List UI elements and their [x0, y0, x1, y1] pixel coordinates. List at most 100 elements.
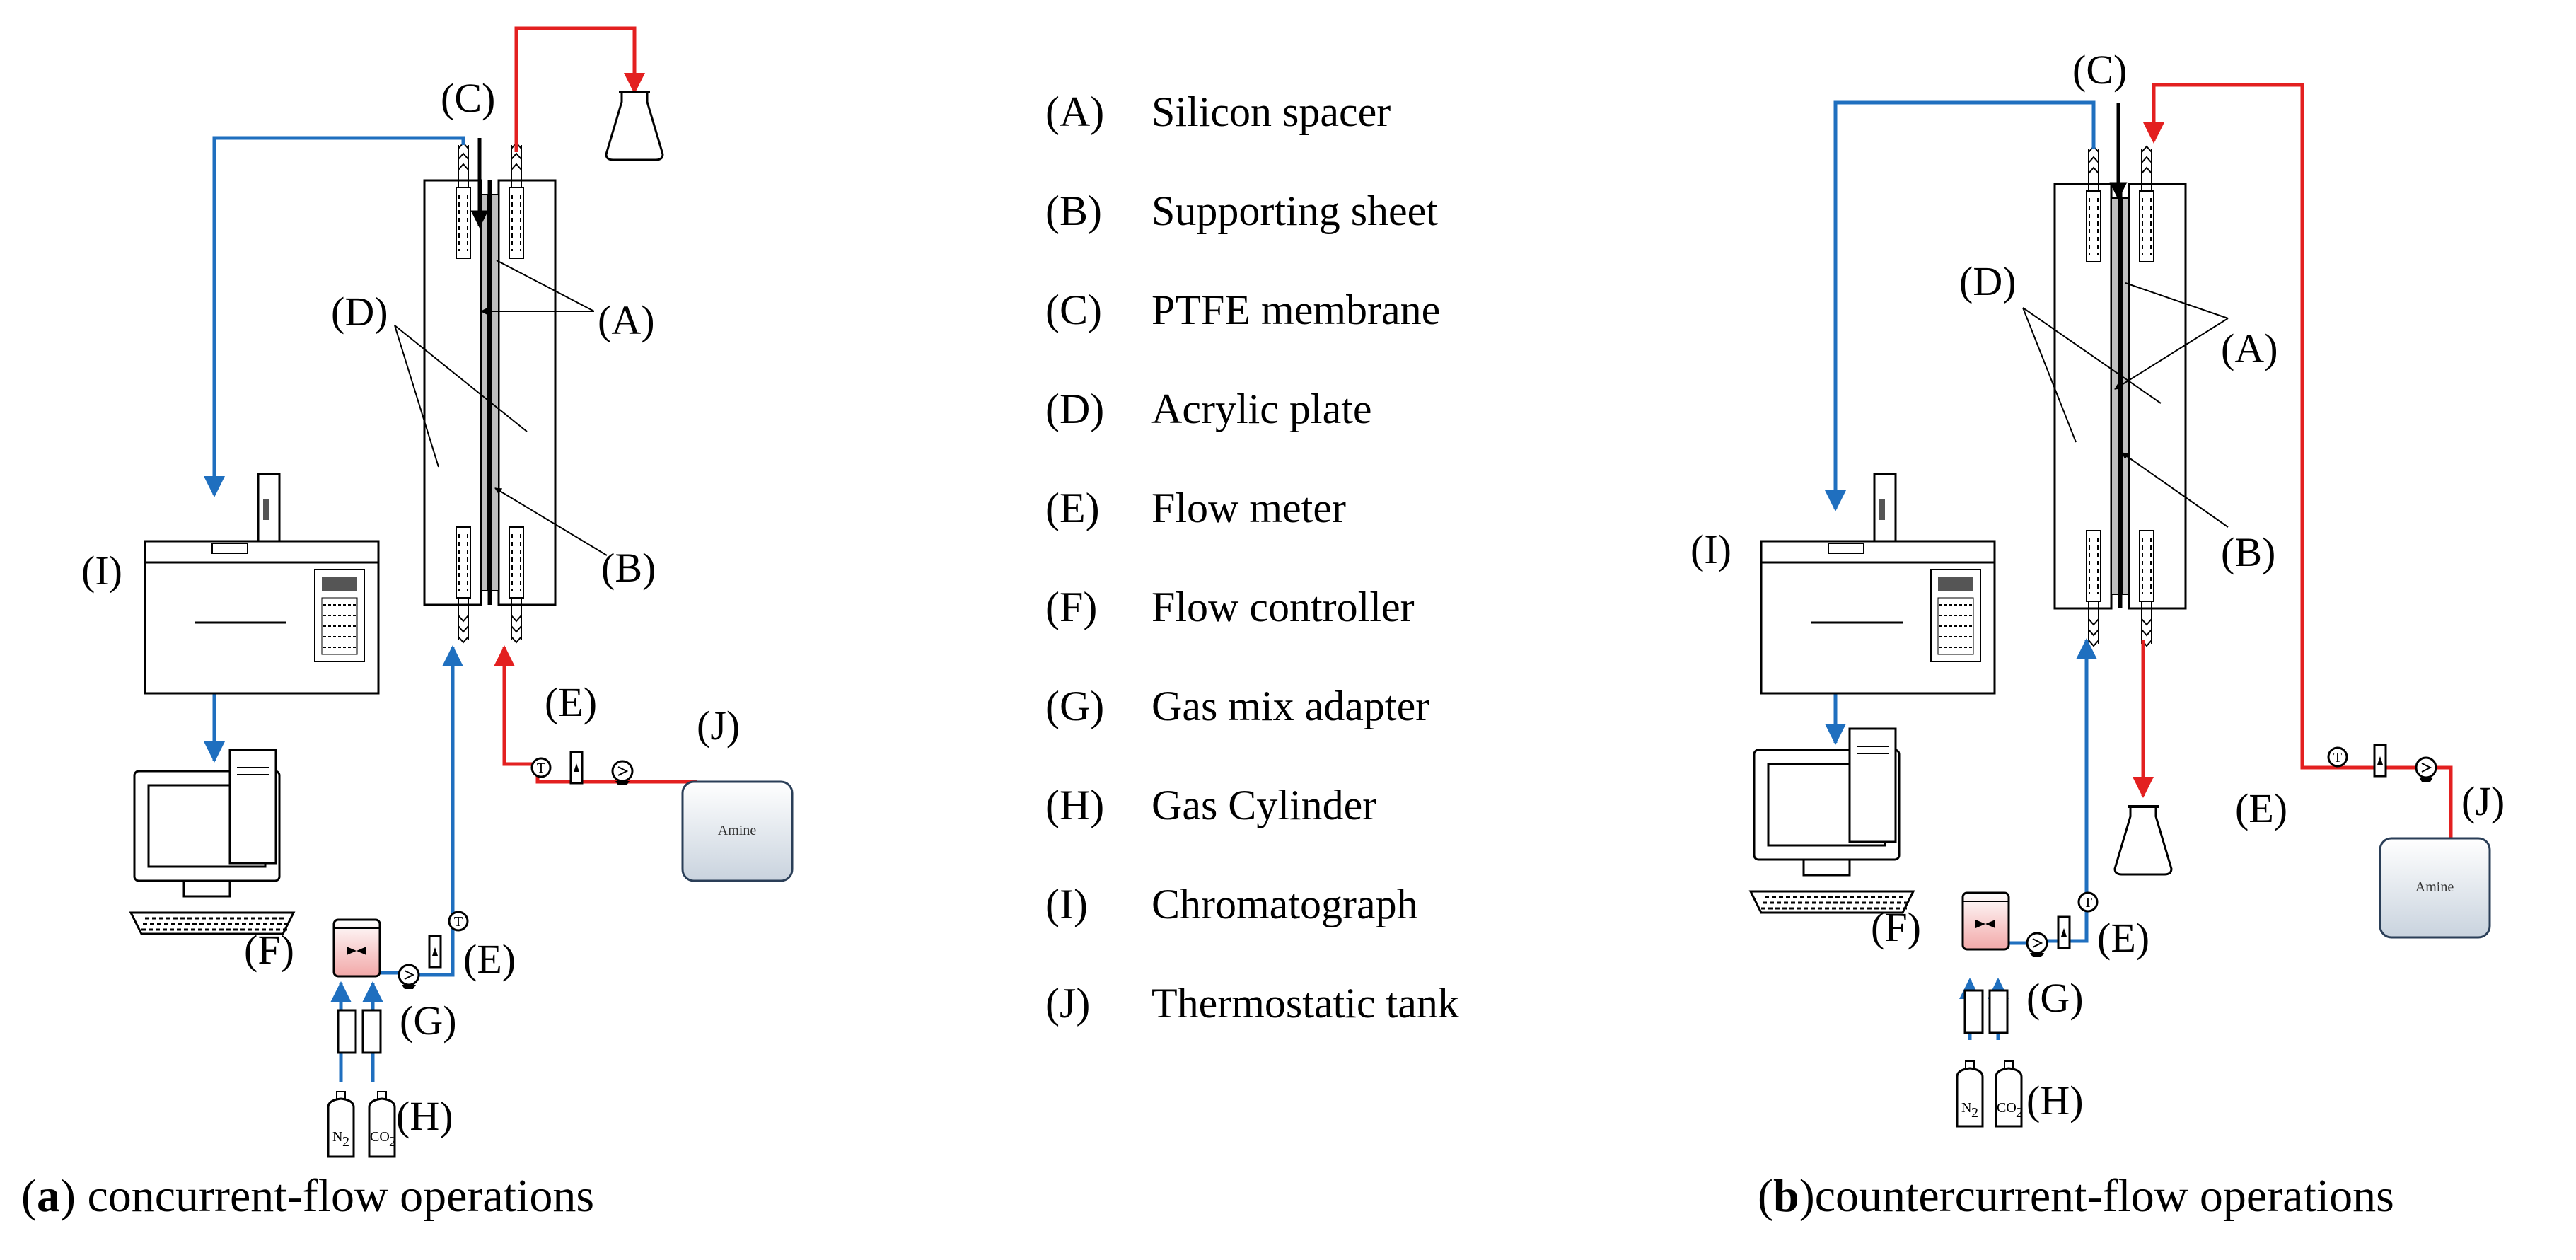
svg-text:2: 2 — [389, 1134, 396, 1150]
legend-key: (B) — [1045, 187, 1102, 234]
gauge-a-gas: T — [448, 911, 469, 932]
svg-text:T: T — [454, 914, 463, 930]
rotameter-a-liquid — [569, 751, 584, 785]
legend-text: Silicon spacer — [1151, 88, 1391, 135]
legend-key: (H) — [1045, 782, 1104, 828]
flask-b — [2113, 805, 2173, 876]
legend-item: (I) Chromatograph — [1045, 881, 1418, 927]
label-j-a: (J) — [697, 703, 740, 749]
svg-text:2: 2 — [342, 1134, 349, 1150]
label-j-b: (J) — [2461, 778, 2505, 824]
legend-text: Gas Cylinder — [1151, 782, 1376, 828]
label-i-b: (I) — [1690, 526, 1731, 572]
legend-item: (J) Thermostatic tank — [1045, 980, 1459, 1027]
legend-text: Supporting sheet — [1151, 187, 1438, 234]
legend-text: Thermostatic tank — [1151, 980, 1459, 1027]
legend-item: (A) Silicon spacer — [1045, 88, 1391, 135]
pump-b-liquid — [2415, 756, 2437, 783]
caption-a: (a) concurrent-flow operations — [21, 1170, 594, 1222]
legend-key: (G) — [1045, 683, 1104, 729]
label-b-a: (B) — [601, 545, 656, 591]
tank-text-b: Amine — [2415, 879, 2454, 895]
label-h-b: (H) — [2026, 1077, 2084, 1123]
chromatograph-b — [1760, 473, 1996, 695]
gas-mix-adapter-a — [337, 1009, 382, 1054]
gauge-b-liquid: T — [2327, 746, 2348, 768]
cylinder-co2-label-a: CO 2 — [370, 1129, 396, 1150]
tank-text-a: Amine — [718, 823, 757, 838]
flow-controller-b — [1961, 891, 2010, 951]
label-e-b-gas: (E) — [2097, 915, 2149, 961]
svg-text:N: N — [1961, 1100, 1971, 1116]
gas-line-b-out — [1825, 100, 2096, 511]
legend-text: PTFE membrane — [1151, 287, 1440, 333]
svg-text:N: N — [332, 1129, 342, 1145]
legend-text: Chromatograph — [1151, 881, 1418, 927]
label-e-b-liquid: (E) — [2235, 785, 2287, 831]
label-c-a: (C) — [441, 75, 495, 121]
cylinder-n2-a — [327, 1090, 355, 1158]
legend-key: (D) — [1045, 386, 1104, 432]
leaders-b — [2022, 282, 2229, 528]
svg-text:CO: CO — [1997, 1100, 2017, 1116]
liquid-line-a-out — [514, 26, 645, 152]
liquid-line-b-in — [2143, 83, 2453, 838]
legend-text: Flow controller — [1151, 584, 1415, 630]
gas-line-b-in — [2037, 638, 2097, 943]
flask-a — [605, 91, 664, 161]
svg-text:2: 2 — [1971, 1105, 1978, 1121]
flow-controller-a — [332, 918, 381, 978]
chromatograph-a — [144, 473, 380, 695]
rotameter-b-gas — [2057, 915, 2071, 949]
legend: (A) Silicon spacer (B) Supporting sheet (C) P… — [1045, 88, 1459, 1027]
gas-mix-adapter-b — [1963, 989, 2009, 1034]
legend-key: (E) — [1045, 485, 1100, 531]
cylinder-n2-b — [1956, 1060, 1984, 1128]
label-a-a: (A) — [598, 297, 655, 343]
label-e-a-gas: (E) — [463, 936, 516, 982]
cylinder-co2-label-b: CO 2 — [1997, 1100, 2023, 1121]
label-a-b: (A) — [2221, 325, 2278, 371]
svg-text:T: T — [537, 761, 545, 776]
legend-item: (G) Gas mix adapter — [1045, 683, 1429, 729]
legend-item: (D) Acrylic plate — [1045, 386, 1372, 432]
panel-b: T T Amine N 2 CO 2 (C) (A) (D) (B) (I) (… — [1690, 47, 2505, 1222]
gauge-b-gas: T — [2077, 891, 2099, 913]
legend-text: Flow meter — [1151, 485, 1346, 531]
legend-item: (C) PTFE membrane — [1045, 287, 1440, 333]
legend-key: (F) — [1045, 584, 1097, 630]
label-f-a: (F) — [244, 927, 294, 973]
caption-b: (b)countercurrent-flow operations — [1758, 1170, 2394, 1222]
label-g-a: (G) — [400, 998, 457, 1044]
gauge-a-liquid: T — [530, 757, 552, 778]
rotameter-b-liquid — [2373, 744, 2387, 778]
cylinder-n2-label-b: N 2 — [1961, 1100, 1978, 1121]
legend-item: (H) Gas Cylinder — [1045, 782, 1376, 828]
legend-text: Acrylic plate — [1151, 386, 1372, 432]
legend-key: (I) — [1045, 881, 1088, 927]
rotameter-a-gas — [428, 935, 442, 969]
gas-line-a-in — [407, 645, 463, 977]
svg-text:2: 2 — [2016, 1105, 2023, 1121]
label-c-b: (C) — [2072, 47, 2127, 93]
label-d-a: (D) — [331, 289, 388, 335]
legend-key: (A) — [1045, 88, 1104, 135]
pump-b-gas — [2026, 932, 2048, 959]
svg-text:CO: CO — [370, 1129, 390, 1145]
label-d-b: (D) — [1959, 258, 2017, 304]
legend-item: (E) Flow meter — [1045, 485, 1346, 531]
svg-text:T: T — [2084, 895, 2092, 911]
label-g-b: (G) — [2026, 975, 2084, 1021]
label-i-a: (I) — [81, 548, 122, 594]
pump-a-gas — [398, 964, 420, 990]
gas-line-a-out — [204, 136, 465, 497]
legend-key: (J) — [1045, 980, 1090, 1027]
legend-text: Gas mix adapter — [1151, 683, 1429, 729]
legend-key: (C) — [1045, 287, 1102, 333]
leaders-a — [394, 260, 608, 556]
membrane-module-b — [2055, 146, 2186, 646]
label-e-a-liquid: (E) — [545, 679, 597, 725]
membrane-module-a — [424, 143, 555, 642]
cylinder-n2-label-a: N 2 — [332, 1129, 349, 1150]
